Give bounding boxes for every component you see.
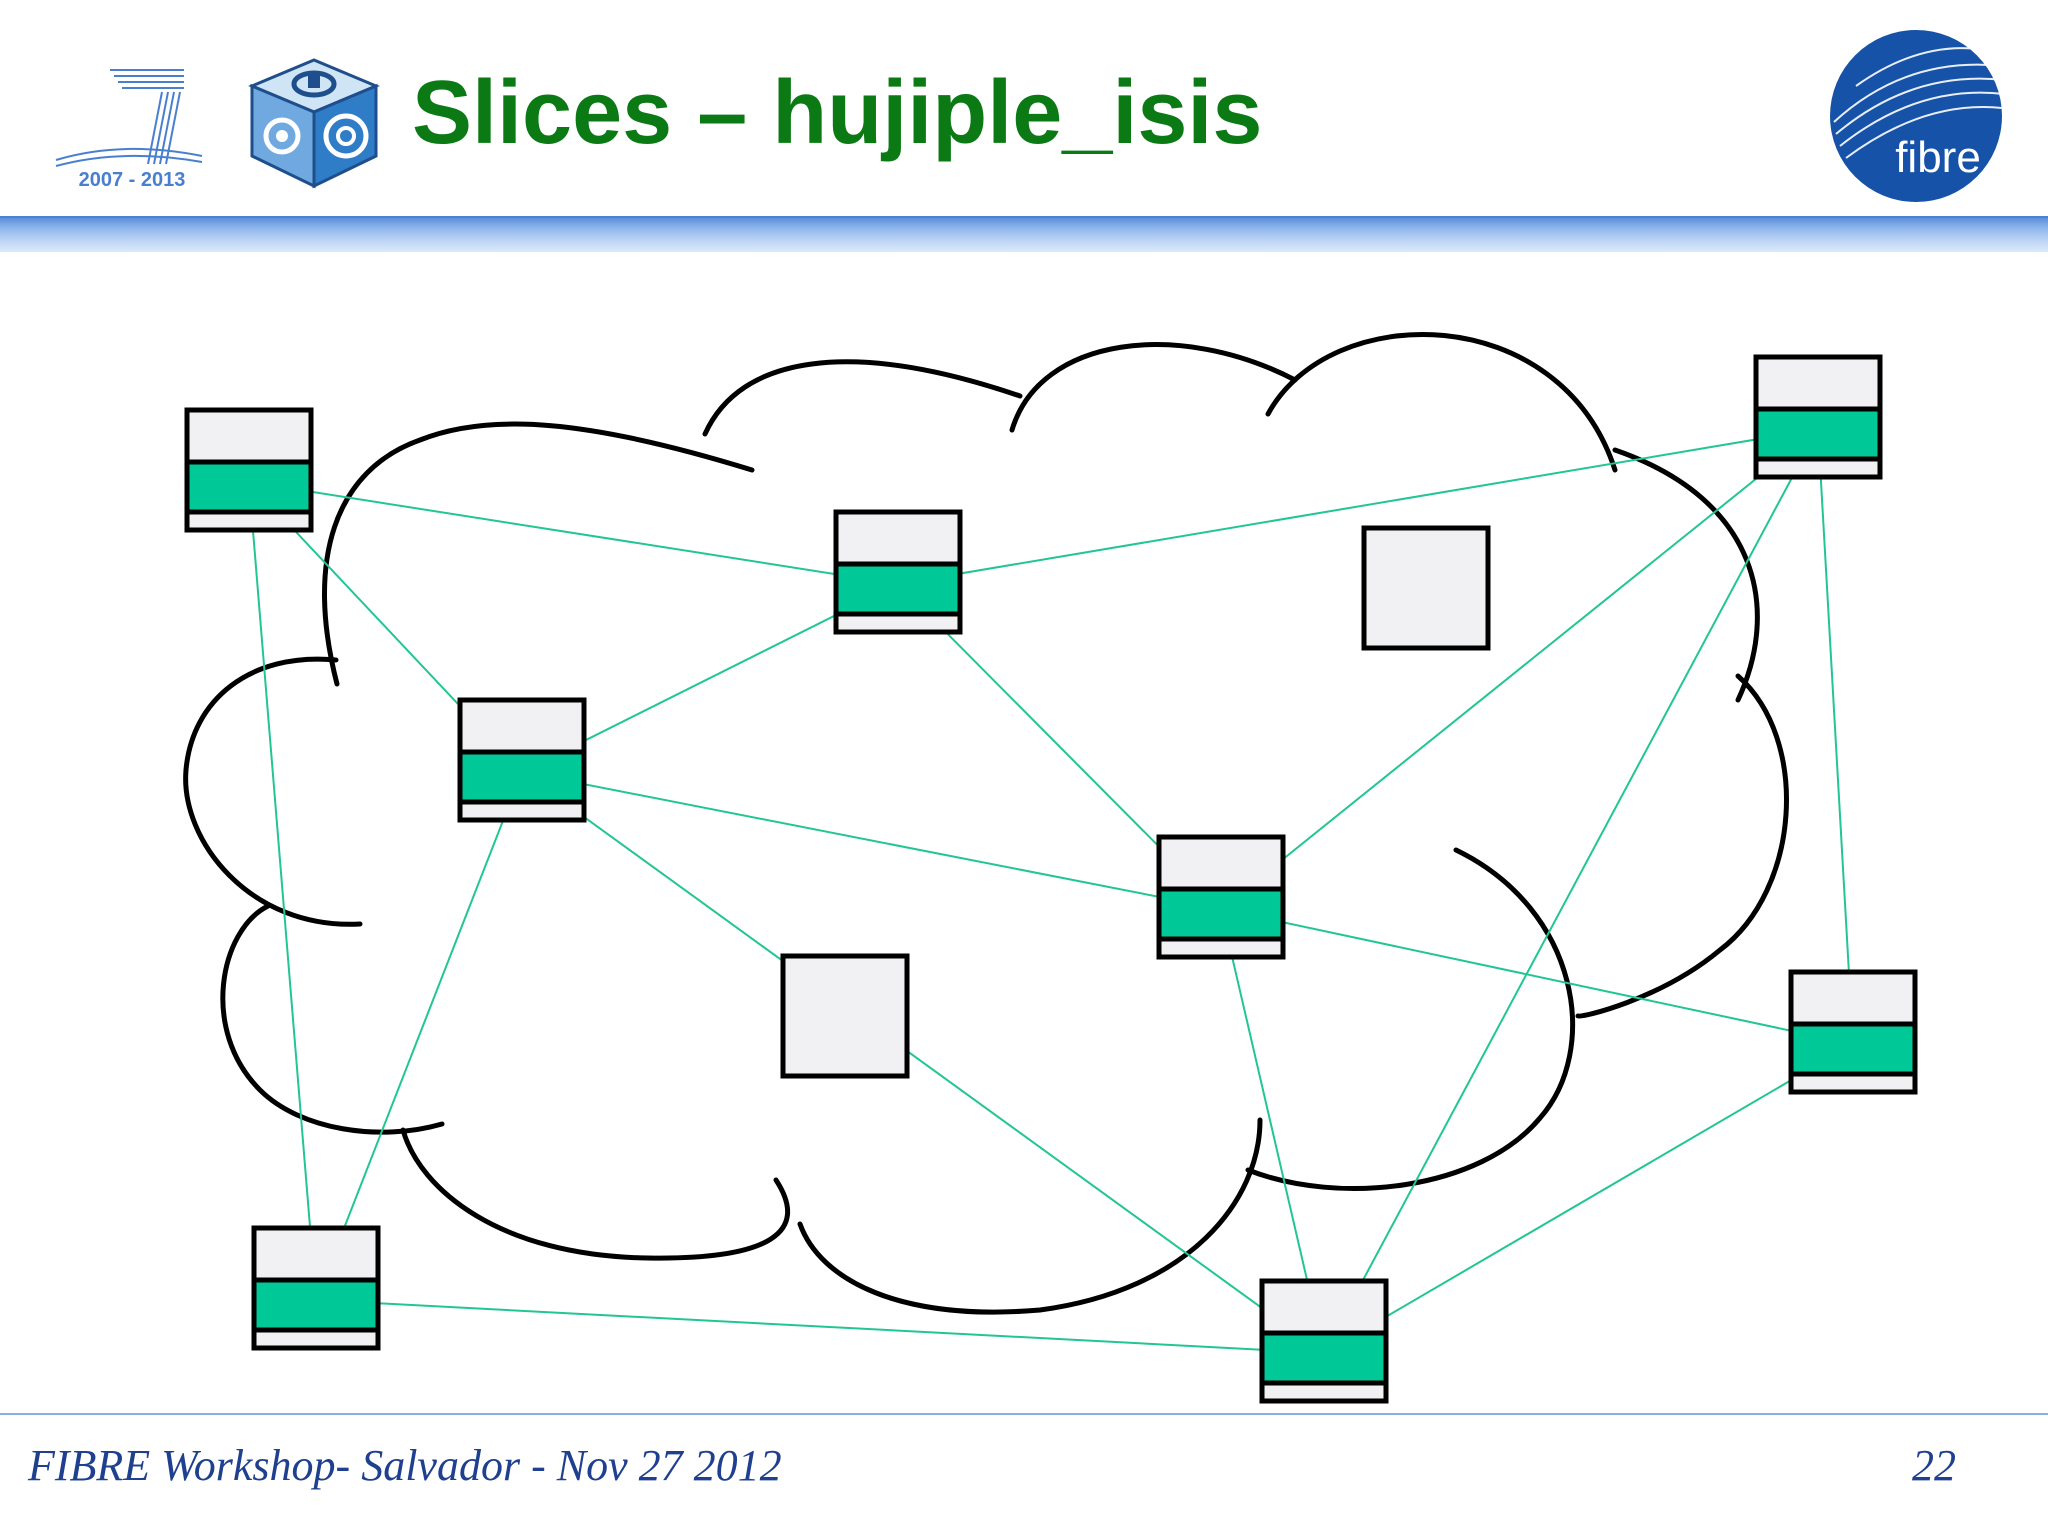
fibre-globe-icon: fibre [1830,30,2005,202]
unused-node-n10[interactable] [780,953,910,1079]
slice-node-n4[interactable] [1156,834,1286,960]
link-n3-n4 [521,771,1222,910]
slice-node-n5[interactable] [1753,354,1883,480]
node-frame [780,953,910,1079]
link-group [248,428,1854,1354]
link-n2-n5 [897,428,1819,585]
slice-node-n2[interactable] [833,509,963,635]
cube-logo-icon [248,58,380,189]
header-bar [0,216,2048,252]
node-active-band [184,459,314,515]
node-frame [1361,525,1491,651]
slice-node-n7[interactable] [251,1225,381,1351]
unused-node-n9[interactable] [1361,525,1491,651]
fibre-logo-label: fibre [1895,133,1981,182]
link-n3-n7 [315,771,523,1301]
link-n7-n8 [315,1299,1325,1354]
fp7-logo-icon: 2007 - 2013 [55,69,203,190]
node-active-band [457,749,587,805]
node-active-band [251,1277,381,1333]
link-n1-n2 [248,481,899,585]
slide-title: Slices – hujiple_isis [412,63,1263,163]
slice-node-n1[interactable] [184,407,314,533]
page-number: 22 [1912,1441,1956,1490]
link-n4-n6 [1220,908,1854,1045]
slice-node-n3[interactable] [457,697,587,823]
link-n4-n5 [1220,428,1819,910]
slice-node-n8[interactable] [1259,1278,1389,1404]
node-active-band [1788,1021,1918,1077]
link-n3-n8 [521,771,1325,1354]
cloud-outline [183,331,1789,1315]
node-group [184,354,1918,1404]
node-active-band [1753,406,1883,462]
slice-node-n6[interactable] [1788,969,1918,1095]
link-n1-n7 [248,481,317,1301]
link-n6-n8 [1323,1043,1854,1354]
node-active-band [833,561,963,617]
fp7-years: 2007 - 2013 [79,169,186,190]
node-active-band [1259,1330,1389,1386]
footer-text: FIBRE Workshop- Salvador - Nov 27 2012 [28,1441,782,1490]
node-active-band [1156,886,1286,942]
footer-divider [0,1413,2048,1415]
link-n5-n8 [1323,428,1819,1354]
link-n5-n6 [1817,428,1854,1045]
